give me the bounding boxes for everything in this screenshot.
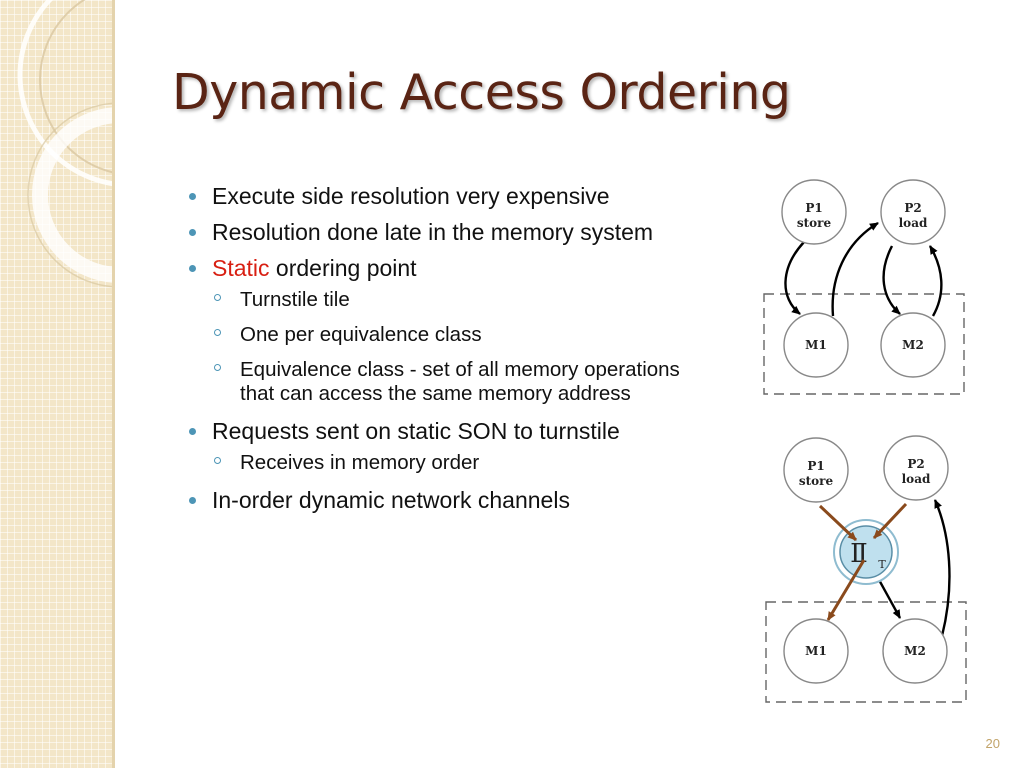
bullet-item: In-order dynamic network channels	[188, 486, 718, 514]
decorative-rings	[17, 0, 112, 288]
sub-bullet-item: Receives in memory order	[210, 451, 718, 475]
bullet-text: Execute side resolution very expensive	[212, 183, 610, 209]
bullet-text: Resolution done late in the memory syste…	[212, 219, 654, 245]
bullet-text: ordering point	[269, 255, 417, 281]
node-m1: M1	[783, 312, 849, 378]
sub-bullet-item: Turnstile tile	[210, 288, 718, 312]
highlighted-word: Static	[212, 255, 270, 281]
bullet-dot-icon	[189, 428, 196, 435]
turnstile-glyph-icon: Ⅱ	[850, 539, 868, 569]
sub-bullet-item: One per equivalence class	[210, 323, 718, 347]
bullet-dot-icon	[189, 265, 196, 272]
bullet-item: Requests sent on static SON to turnstile…	[188, 417, 718, 475]
sub-bullet-text: Turnstile tile	[240, 288, 350, 311]
sub-bullet-item: Equivalence class - set of all memory op…	[210, 358, 718, 406]
node-m2: M2	[880, 312, 946, 378]
page-number: 20	[985, 736, 1000, 751]
bullet-item: Resolution done late in the memory syste…	[188, 218, 718, 246]
p1-to-turnstile-arrow	[818, 504, 858, 542]
node-p2-sublabel: load	[899, 216, 928, 230]
m2-to-p2-arrow	[928, 245, 943, 317]
bullet-dot-icon	[189, 193, 196, 200]
sub-bullet-list: Receives in memory order	[210, 451, 718, 475]
node-p2-label: P2	[904, 201, 921, 215]
bullet-list: Execute side resolution very expensive R…	[188, 182, 718, 522]
bullet-item: Static ordering point Turnstile tile One…	[188, 254, 718, 406]
node-p1-label: P1	[805, 201, 822, 215]
ordering-diagram-bottom: Ⅱ T P1 store P2 load M1 M2	[765, 435, 967, 703]
sub-bullet-text: Receives in memory order	[240, 451, 480, 474]
bullet-ring-icon	[214, 364, 221, 371]
p2-to-turnstile-arrow	[872, 502, 908, 540]
turnstile-sublabel: T	[878, 558, 886, 571]
memory-box	[763, 293, 965, 395]
sub-bullet-list: Turnstile tile One per equivalence class…	[210, 288, 718, 406]
node-p2: P2 load	[880, 179, 946, 245]
ordering-diagram-top: P1 store P2 load M1 M2	[763, 179, 965, 395]
node-p1-sublabel: store	[799, 474, 834, 488]
node-m2: M2	[882, 618, 948, 684]
turnstile-to-m1-arrow	[826, 559, 866, 621]
turnstile-to-m2-arrow	[876, 577, 902, 619]
p2-to-m2-arrow	[882, 245, 901, 315]
bullet-item: Execute side resolution very expensive	[188, 182, 718, 210]
node-p2: P2 load	[883, 435, 949, 501]
bullet-text: In-order dynamic network channels	[212, 487, 570, 513]
node-m1-label: M1	[805, 644, 827, 658]
bullet-ring-icon	[214, 457, 221, 464]
side-strip-edge	[112, 0, 115, 768]
decorative-side-strip	[0, 0, 112, 768]
m1-to-p2-arrow	[831, 221, 879, 317]
sub-bullet-text: Equivalence class - set of all memory op…	[240, 358, 680, 405]
bullet-dot-icon	[189, 497, 196, 504]
node-m2-label: M2	[902, 338, 924, 352]
node-m1-label: M1	[805, 338, 827, 352]
bullet-text: Requests sent on static SON to turnstile	[212, 418, 620, 444]
node-p1: P1 store	[781, 179, 847, 245]
node-m2-label: M2	[904, 644, 926, 658]
node-p2-sublabel: load	[902, 472, 931, 486]
node-m1: M1	[783, 618, 849, 684]
node-p1-sublabel: store	[797, 216, 832, 230]
sub-bullet-text: One per equivalence class	[240, 323, 482, 346]
node-p1-label: P1	[807, 459, 824, 473]
memory-box	[765, 601, 967, 703]
bullet-ring-icon	[214, 329, 221, 336]
bullet-dot-icon	[189, 229, 196, 236]
slide-title: Dynamic Access Ordering	[172, 64, 791, 121]
node-p1: P1 store	[783, 437, 849, 503]
bullet-ring-icon	[214, 294, 221, 301]
p1-to-m1-arrow	[784, 241, 805, 315]
node-p2-label: P2	[907, 457, 924, 471]
m2-to-p2-arrow	[933, 499, 951, 637]
